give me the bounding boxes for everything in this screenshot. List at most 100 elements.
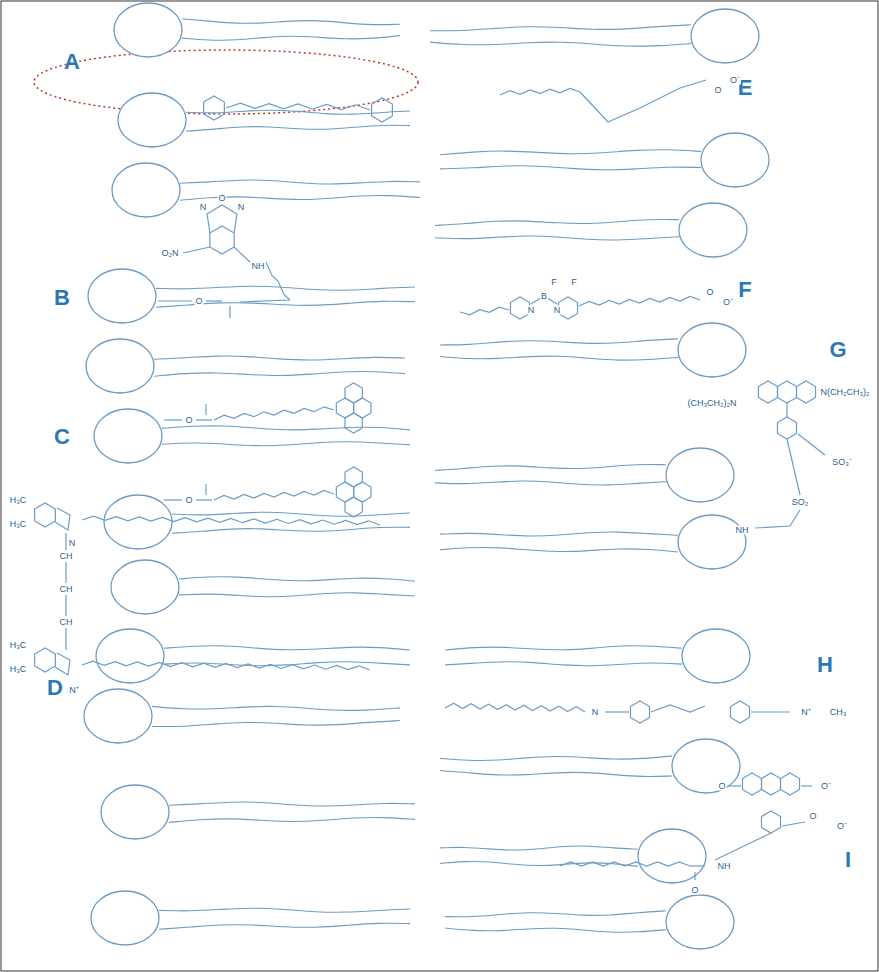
lipid-tail xyxy=(182,19,400,25)
lipid-tail xyxy=(180,180,420,184)
atom-label: H₃C xyxy=(9,496,28,505)
bond xyxy=(266,262,290,300)
lipid-tail xyxy=(162,442,410,446)
bond xyxy=(205,484,206,495)
bond xyxy=(579,297,700,307)
bond xyxy=(758,381,777,403)
bond xyxy=(183,247,210,253)
atom-label: N xyxy=(199,203,208,212)
atom-label: O xyxy=(808,812,817,821)
bond xyxy=(445,703,585,712)
bond xyxy=(240,300,290,302)
bond xyxy=(715,833,771,860)
atom-label: O⁻ xyxy=(836,822,848,831)
lipid-tail xyxy=(440,356,678,360)
lipid-head xyxy=(679,203,747,257)
lipid-head xyxy=(672,739,740,793)
bond xyxy=(210,226,234,254)
bond xyxy=(207,205,237,233)
lipid-tail xyxy=(435,465,666,471)
atom-label: NH xyxy=(735,526,750,535)
atom-label: NH xyxy=(717,862,732,871)
atom-label: N xyxy=(553,306,562,315)
atom-label: CH xyxy=(59,618,74,627)
lipid-tail xyxy=(159,908,410,912)
bond xyxy=(196,419,212,420)
bond xyxy=(796,381,815,403)
bond xyxy=(798,434,825,455)
atom-label: CH xyxy=(59,585,74,594)
bond xyxy=(82,661,370,670)
atom-label: N⁺ xyxy=(68,686,80,695)
lipid-tail xyxy=(172,527,410,533)
lipid-tail xyxy=(154,372,405,377)
atom-label: N(CH₂CH₃)₂ xyxy=(819,388,870,397)
atom-label: N xyxy=(527,306,536,315)
bond xyxy=(205,404,206,415)
lipid-tail xyxy=(152,706,400,710)
lipid-head xyxy=(94,409,162,463)
atom-label: O xyxy=(713,86,722,95)
lipid-tail xyxy=(169,817,415,822)
lipid-tail xyxy=(186,125,410,131)
atom-label: F xyxy=(570,278,578,287)
probe-letter: F xyxy=(738,279,751,301)
atom-label: N xyxy=(591,708,600,717)
lipid-tail xyxy=(180,196,420,201)
atom-label: O xyxy=(217,194,226,203)
lipid-head xyxy=(682,629,750,683)
bond xyxy=(560,862,690,866)
bond xyxy=(500,88,580,95)
bond xyxy=(777,417,796,439)
atom-label: O xyxy=(690,886,699,895)
atom-label: H₃C xyxy=(9,641,28,650)
lipid-tail xyxy=(440,166,701,170)
lipid-tail xyxy=(440,771,672,777)
bond xyxy=(345,467,362,487)
probe-letter: H xyxy=(817,654,833,676)
lipid-tail xyxy=(435,236,679,240)
bond xyxy=(345,497,362,517)
lipid-head xyxy=(111,560,179,614)
probe-letter: I xyxy=(845,849,851,871)
probe-letter: A xyxy=(64,51,80,73)
bond xyxy=(196,499,212,500)
bond xyxy=(372,98,393,122)
lipid-head xyxy=(101,785,169,839)
bond xyxy=(234,247,250,262)
bond xyxy=(158,300,192,301)
probe-letter: C xyxy=(54,426,70,448)
lipid-head xyxy=(666,895,734,949)
bond xyxy=(780,773,799,795)
atom-label: SO₃⁻ xyxy=(831,458,853,467)
lipid-head xyxy=(118,93,186,147)
atom-label: (CH₃CH₂)₂N xyxy=(686,399,737,408)
atom-label: O⁻ xyxy=(722,298,734,307)
lipid-tail xyxy=(179,593,415,597)
bond xyxy=(206,300,222,301)
probe-letter: B xyxy=(54,287,70,309)
lipid-tail xyxy=(156,286,415,290)
bond xyxy=(55,653,70,675)
bond xyxy=(65,562,66,583)
lipid-head xyxy=(84,689,152,743)
lipid-head xyxy=(678,323,746,377)
atom-label: B xyxy=(540,292,548,301)
lipid-tail xyxy=(182,36,400,41)
lipid-tail xyxy=(179,577,415,582)
lipid-tail xyxy=(435,220,679,226)
lipid-tail xyxy=(440,846,638,850)
lipid-tail xyxy=(430,42,691,46)
lipid-tail xyxy=(162,426,410,430)
bond xyxy=(690,865,705,866)
bond xyxy=(801,785,812,786)
bond xyxy=(782,822,805,826)
lipid-tail xyxy=(440,150,701,155)
atom-label: SO₂ xyxy=(791,498,810,507)
lipid-head xyxy=(112,163,180,217)
bond xyxy=(558,297,577,319)
lipid-head xyxy=(86,339,154,393)
bond xyxy=(55,508,70,530)
